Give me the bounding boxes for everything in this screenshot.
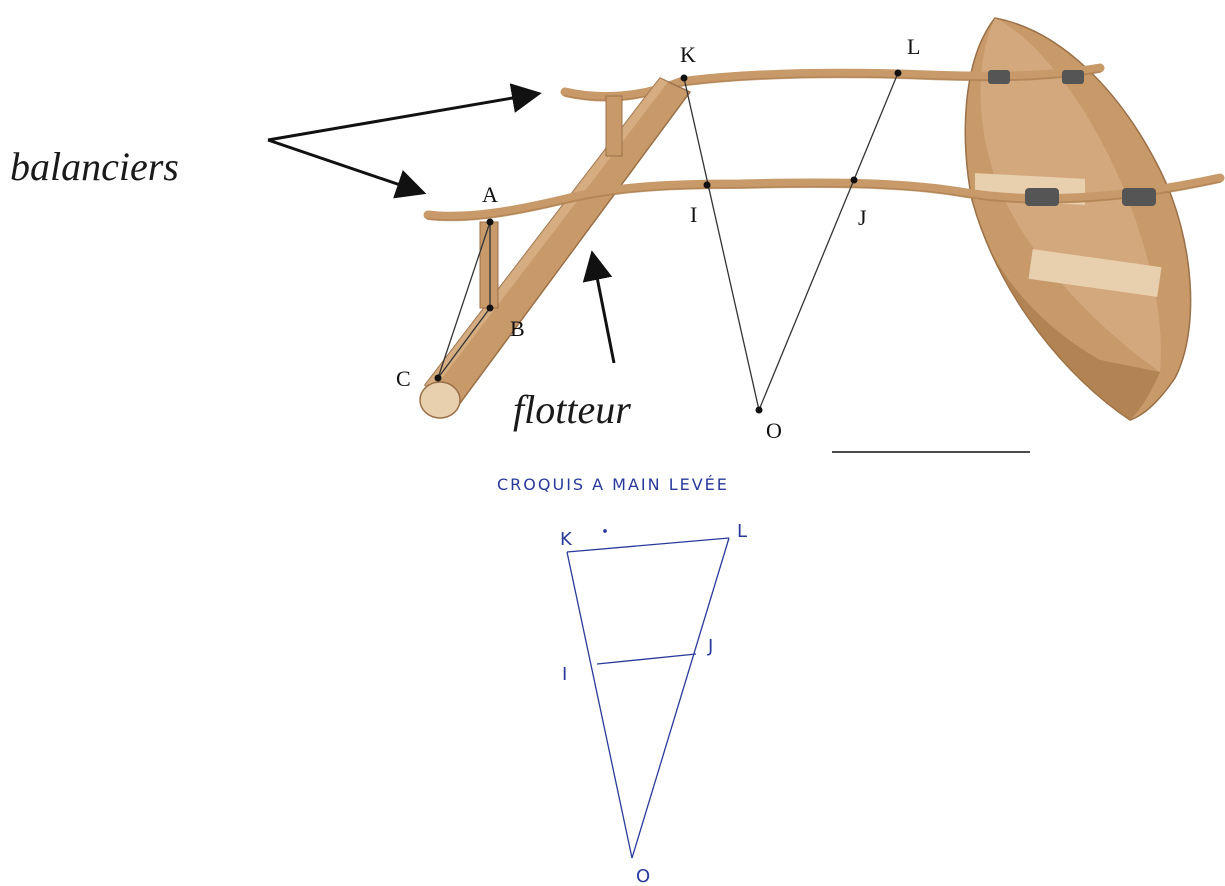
- point-K: [680, 74, 688, 82]
- label-C: C: [396, 366, 411, 391]
- sketch-label-L: L: [737, 521, 747, 542]
- sketch-title: CROQUIS A MAIN LEVÉE: [497, 475, 729, 494]
- sketch-label-J: J: [707, 636, 713, 657]
- label-I: I: [690, 202, 697, 227]
- point-L: [894, 69, 902, 77]
- upper-balancier: [560, 63, 1105, 102]
- upper-post: [605, 95, 623, 157]
- label-B: B: [510, 316, 525, 341]
- lower-balancier: [423, 173, 1225, 222]
- label-L: L: [907, 34, 920, 59]
- point-A: [486, 218, 494, 226]
- label-flotteur: flotteur: [513, 387, 631, 432]
- sketch-label-O: O: [636, 866, 650, 886]
- float: [419, 77, 692, 419]
- label-K: K: [680, 42, 696, 67]
- point-C: [434, 374, 442, 382]
- label-O: O: [766, 418, 782, 443]
- sketch-label-K: K: [560, 529, 573, 550]
- geometry-points: [434, 69, 902, 414]
- hand-sketch: [566, 529, 730, 859]
- annotation-arrows: [267, 83, 616, 364]
- point-I: [703, 181, 711, 189]
- sketch-label-I: I: [562, 664, 567, 685]
- label-A: A: [482, 182, 498, 207]
- lower-post: [479, 221, 499, 309]
- point-O: [755, 406, 763, 414]
- point-B: [486, 304, 494, 312]
- label-balanciers: balanciers: [10, 144, 179, 189]
- geometry-lines: [437, 72, 899, 411]
- point-J: [850, 176, 858, 184]
- label-J: J: [858, 205, 867, 230]
